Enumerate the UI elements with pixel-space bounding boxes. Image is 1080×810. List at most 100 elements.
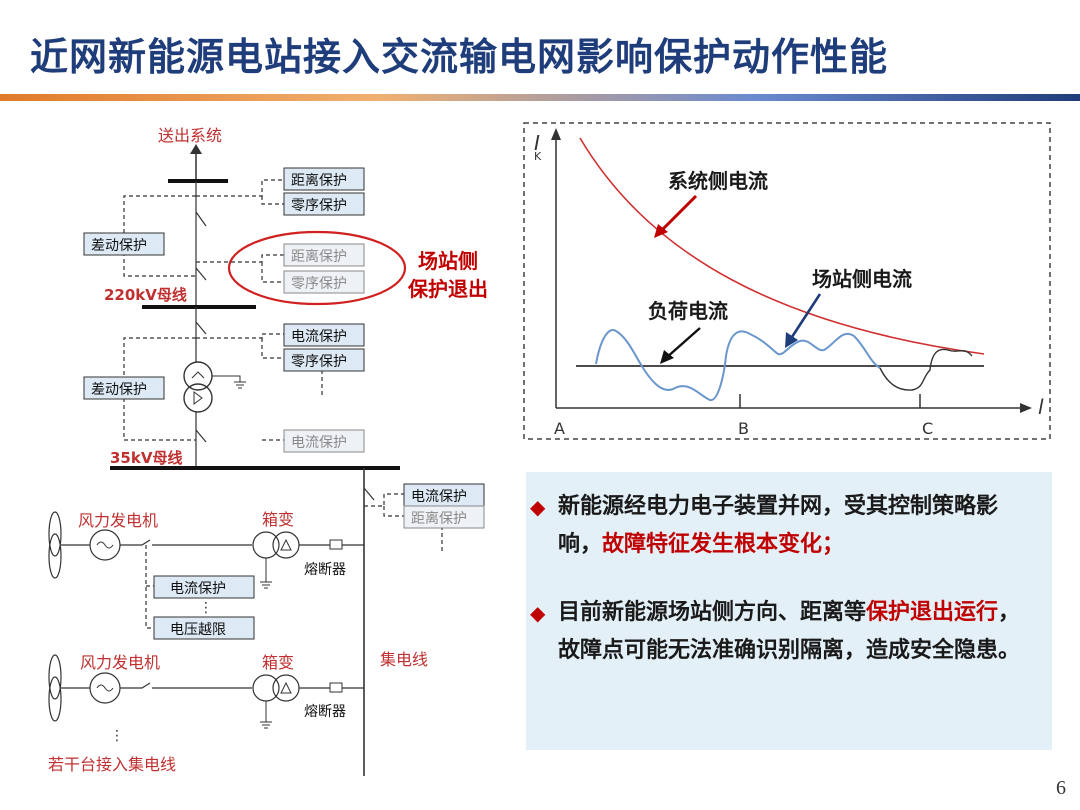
- box-transformer-2-coil-a: [252, 674, 280, 702]
- wind-gen-1-label: 风力发电机: [78, 511, 158, 530]
- wind-blade-2a-icon: [48, 654, 62, 700]
- multi-units-label: 若干台接入集电线: [48, 755, 176, 774]
- station-current-arrow-head: [785, 332, 798, 348]
- plot-frame: [523, 122, 1051, 440]
- generator-1-wave: [96, 541, 114, 549]
- breaker-2: [195, 267, 207, 281]
- box-diff-1-label: 差动保护: [91, 238, 147, 254]
- fuse-2-label: 熔断器: [304, 704, 346, 720]
- load-current-label: 负荷电流: [648, 299, 728, 323]
- station-current-arrow: [788, 293, 822, 341]
- bus-220-label: 220kV母线: [104, 286, 187, 304]
- page-number: 6: [1056, 777, 1066, 799]
- box-distance-1: [283, 167, 365, 191]
- station-current-curve: [595, 329, 881, 401]
- bullet-1-text: 新能源经电力电子装置并网，受其控制策略影响，: [558, 494, 999, 557]
- box-overvoltage-label: 电压越限: [170, 622, 226, 638]
- title-divider: [0, 94, 1080, 101]
- dashed-links-unit-1: [145, 545, 154, 629]
- box-overvoltage: [153, 616, 255, 640]
- dashed-links-feeder: [364, 493, 443, 552]
- page-title: 近网新能源电站接入交流输电网影响保护动作性能: [30, 35, 889, 79]
- diamond-bullet-icon: ◆: [530, 495, 546, 519]
- box-zero-1-label: 零序保护: [291, 198, 347, 214]
- station-current-label: 场站侧电流: [812, 267, 912, 291]
- box-distance-exit: [283, 243, 365, 267]
- y-axis-sub: K: [534, 150, 542, 163]
- wind-gen-2-label: 风力发电机: [80, 653, 160, 672]
- box-current-3-label: 电流保护: [411, 489, 467, 505]
- bus-35-label: 35kV母线: [110, 449, 182, 467]
- box-diff-1: [83, 232, 165, 256]
- exit-highlight-ellipse: [227, 230, 407, 306]
- box-current-4-label: 电流保护: [170, 581, 226, 597]
- box-transformer-2-label: 箱变: [262, 653, 294, 672]
- breaker-5: [363, 487, 375, 501]
- exit-note-line2: 保护退出: [407, 277, 488, 301]
- fuse-1-label: 熔断器: [304, 562, 346, 578]
- transformer-delta: [193, 391, 203, 405]
- box-transformer-1-label: 箱变: [262, 510, 294, 529]
- box-current-1: [283, 323, 365, 347]
- box-transformer-1-coil-b: [272, 531, 300, 559]
- box-distance-1-label: 距离保护: [291, 172, 347, 189]
- box-diff-2: [83, 376, 165, 400]
- load-current-arrow: [665, 327, 701, 359]
- box-zero-2: [283, 348, 365, 372]
- tick-b-label: B: [738, 419, 749, 438]
- current-plot: I K l A B C 系统侧电流 场站侧电流 负荷电流: [523, 122, 1051, 440]
- breaker-3: [195, 321, 207, 335]
- y-axis-arrow: [551, 128, 561, 140]
- collector-line-label: 集电线: [380, 650, 428, 669]
- y-axis-label: I: [534, 131, 540, 155]
- main-transformer-coil-1: [183, 361, 213, 391]
- dots-2: ⋮: [110, 728, 124, 744]
- ground-1: [260, 558, 272, 589]
- bullet-panel: ◆ 新能源经电力电子装置并网，受其控制策略影响，故障特征发生根本变化； ◆ 目前…: [526, 472, 1052, 750]
- bullet-1-highlight: 故障特征发生根本变化；: [602, 532, 845, 557]
- wind-blade-1b-icon: [48, 533, 62, 579]
- box-transformer-1-delta: [280, 538, 292, 551]
- fuse-1-icon: [329, 539, 343, 550]
- x-axis-label: l: [1038, 395, 1044, 419]
- protection-diagram: 送出系统 距离保护 零序保护 差动保护 距离保护 零序保护 场站侧 保护退出 2…: [48, 126, 488, 776]
- load-current-arrow-head: [660, 350, 674, 364]
- bullet-2-text: 目前新能源场站侧方向、距离等: [558, 600, 867, 625]
- box-distance-3: [403, 505, 485, 529]
- box-current-2: [283, 429, 365, 453]
- system-current-arrow-head: [654, 224, 668, 238]
- ground-2: [260, 701, 272, 729]
- system-current-arrow: [658, 194, 698, 234]
- station-current-curve-tail: [879, 348, 973, 391]
- main-transformer-coil-2: [183, 383, 213, 413]
- box-zero-exit-label: 零序保护: [291, 276, 347, 292]
- bullet-2: ◆ 目前新能源场站侧方向、距离等保护退出运行，故障点可能无法准确识别隔离，造成安…: [530, 594, 1028, 670]
- dots-1: ⋮: [199, 600, 213, 616]
- x-axis-arrow: [1020, 403, 1032, 413]
- wind-1-line: [120, 539, 252, 546]
- wind-blade-1a-icon: [48, 511, 62, 557]
- box-zero-1: [283, 192, 365, 216]
- wind-2-line: [120, 682, 252, 689]
- ground-symbol: [212, 375, 246, 389]
- box-diff-2-label: 差动保护: [91, 382, 147, 398]
- fuse-2-icon: [329, 682, 343, 693]
- tick-c-label: C: [922, 419, 933, 438]
- wind-blade-2b-icon: [48, 676, 62, 722]
- box-current-2-label: 电流保护: [291, 435, 347, 451]
- bullet-2-highlight: 保护退出运行: [866, 600, 999, 625]
- dashed-links-top: [123, 179, 284, 283]
- dashed-links-mid: [123, 333, 323, 441]
- tick-a-label: A: [554, 419, 565, 438]
- system-current-label: 系统侧电流: [668, 169, 768, 193]
- box-zero-2-label: 零序保护: [291, 354, 347, 370]
- box-transformer-2-coil-b: [272, 674, 300, 702]
- box-distance-exit-label: 距离保护: [291, 248, 347, 265]
- box-current-1-label: 电流保护: [291, 329, 347, 345]
- exit-note-line1: 场站侧: [418, 249, 478, 273]
- transformer-mark: [191, 371, 205, 379]
- box-distance-3-label: 距离保护: [411, 510, 467, 527]
- send-system-label: 送出系统: [158, 126, 222, 145]
- box-transformer-1-coil-a: [252, 531, 280, 559]
- box-transformer-2-delta: [280, 681, 292, 694]
